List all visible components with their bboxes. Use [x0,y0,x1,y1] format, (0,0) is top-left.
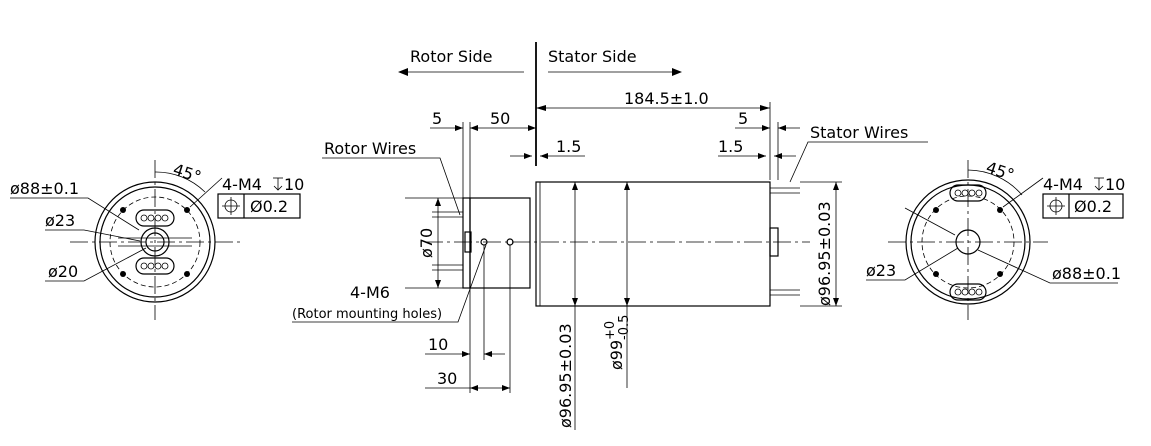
left-position-tolerance: Ø0.2 [250,197,288,216]
left-end-view [10,160,240,320]
right-bolt-circle-label: ø88±0.1 [1052,264,1121,283]
mount-hole [184,207,190,213]
mount-count-label: 4-M6 [350,283,390,302]
left-angle-label: 45° [171,160,204,187]
right-end-view [866,160,1118,320]
rotor-length-dim: 50 [490,109,510,128]
overall-length-dim: 184.5±1.0 [624,89,709,108]
gap-right-dim: 1.5 [718,137,743,156]
position-tolerance-icon [1047,197,1065,215]
stator-end-dim: 5 [738,109,748,128]
rotor-side-label: Rotor Side [410,47,493,66]
right-thread-label: 4-M4 [1043,175,1083,194]
outer-dia-dim: ø99 [607,340,626,370]
mount-hole [997,271,1003,277]
right-thread-depth: 10 [1105,175,1125,194]
rotor-body [469,197,531,289]
rotor-wires-label: Rotor Wires [324,139,416,158]
body-dia-dim: ø96.95±0.03 [556,323,575,428]
outer-tol-upper: +0 [603,321,618,340]
body-dia-right-dim: ø96.95±0.03 [815,201,834,306]
hole-offset-30-dim: 30 [437,369,457,388]
depth-symbol-icon [273,177,283,191]
left-feature-control-frame [217,193,301,219]
left-bolt-circle-label: ø88±0.1 [10,179,79,198]
rotor-flange [462,197,471,289]
rotor-dia-dim: ø70 [417,228,436,258]
stator-body [535,181,771,307]
mount-hole [120,207,126,213]
rotor-wire-bundle [432,211,463,271]
rotor-flange-dim: 5 [432,109,442,128]
rotor-side-arrow [398,68,524,76]
position-tolerance-icon [222,197,240,215]
stator-side-label: Stator Side [548,47,637,66]
left-thread-depth: 10 [284,175,304,194]
left-inner-label: ø20 [48,262,78,281]
left-thread-label: 4-M4 [222,175,262,194]
mount-hole [933,271,939,277]
mount-hole [997,207,1003,213]
mount-desc-label: (Rotor mounting holes) [292,307,442,322]
right-position-tolerance: Ø0.2 [1074,197,1112,216]
right-feature-control-frame [1042,193,1124,219]
mount-hole [120,271,126,277]
depth-symbol-icon [1094,177,1104,191]
stator-wires-label: Stator Wires [810,123,908,142]
hole-offset-10-dim: 10 [428,335,448,354]
outer-tol-lower: -0.5 [617,315,632,340]
left-bore-label: ø23 [45,211,75,230]
stator-side-arrow [548,68,682,76]
right-angle-label: 45° [984,158,1017,185]
right-bore-label: ø23 [866,261,896,280]
stator-wire-bundle [770,187,800,296]
mount-hole [184,271,190,277]
gap-left-dim: 1.5 [556,137,581,156]
mount-hole [933,207,939,213]
